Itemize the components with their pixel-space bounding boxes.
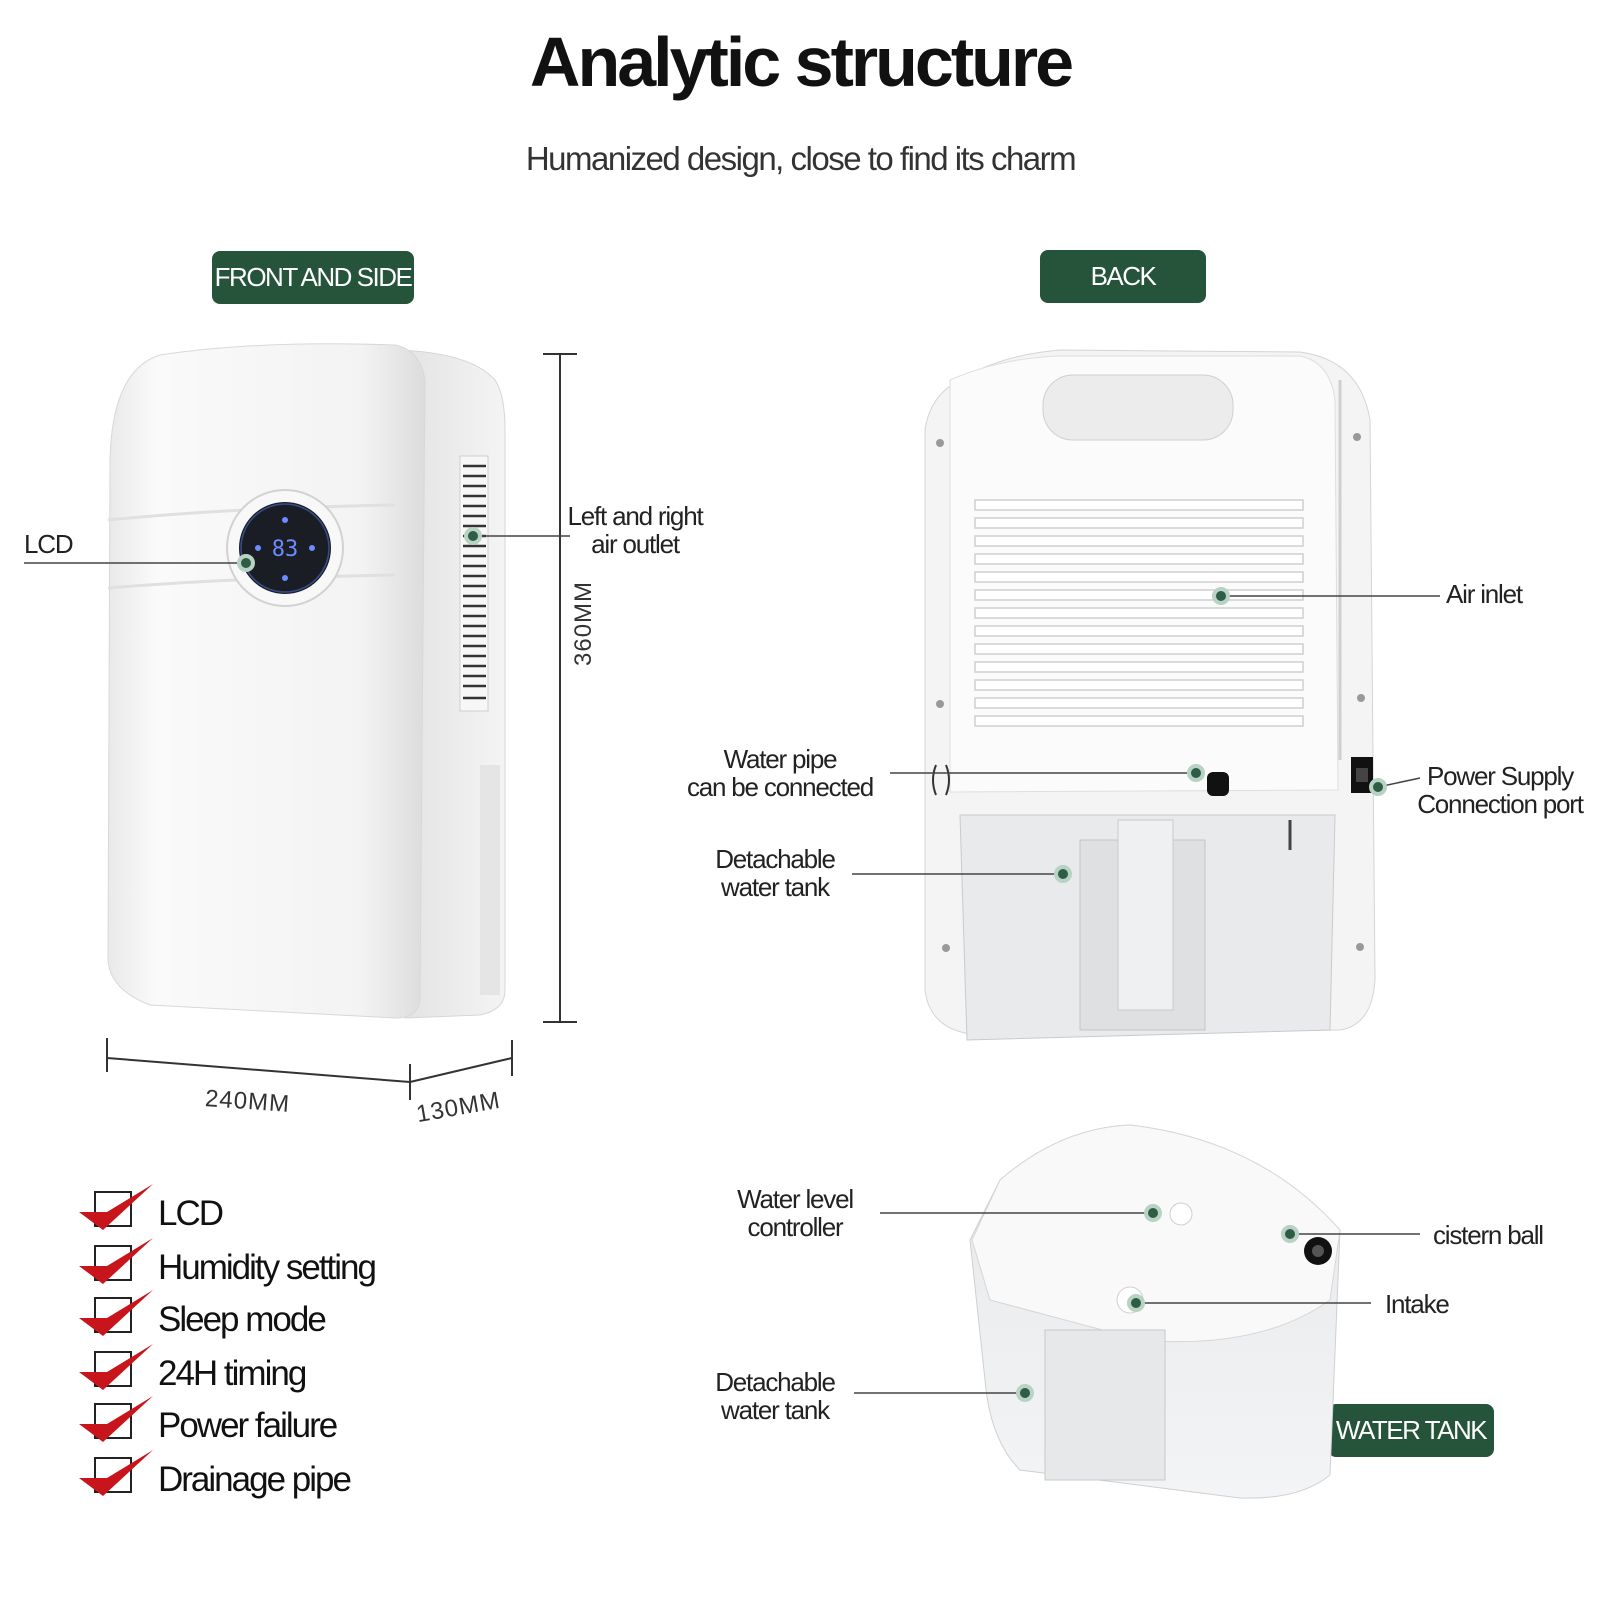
label-power-line1: Power Supply [1426,761,1574,791]
feature-item: 24H timing [158,1354,307,1393]
svg-text:83: 83 [272,537,299,562]
label-power-line2: Connection port [1417,789,1584,819]
water-tank-unit [969,1124,1341,1499]
leader-lines [24,535,1440,1394]
feature-item: LCD [158,1194,224,1233]
label-cistern-ball: cistern ball [1433,1220,1544,1250]
label-intake: Intake [1385,1289,1450,1319]
front-side-badge: FRONT AND SIDE [212,251,414,304]
label-tank-line1: Detachable [715,1367,836,1397]
label-level-line2: controller [747,1212,844,1242]
label-lcd: LCD [24,529,74,559]
back-unit [924,349,1376,1041]
water-tank-badge: WATER TANK [1328,1404,1494,1457]
label-tank-detachable: Detachable water tank [700,1368,850,1424]
label-level-line1: Water level [737,1184,854,1214]
front-unit: 83 [107,343,506,1019]
page-title: Analytic structure [529,23,1074,101]
page-subtitle: Humanized design, close to find its char… [525,140,1077,177]
label-air-outlet: Left and right air outlet [555,502,715,558]
feature-item: Power failure [158,1406,338,1445]
feature-item: Sleep mode [158,1300,327,1339]
label-tank-line2: water tank [721,1395,830,1425]
label-power-port: Power Supply Connection port [1410,762,1590,818]
label-air-outlet-line2: air outlet [591,529,680,559]
label-water-pipe: Water pipe can be connected [675,745,885,801]
label-back-tank-line2: water tank [721,872,830,902]
callout-dots [237,527,1387,1402]
label-air-outlet-line1: Left and right [567,501,704,531]
label-water-pipe-line1: Water pipe [723,744,838,774]
label-water-level-controller: Water level controller [715,1185,875,1241]
feature-item: Drainage pipe [158,1460,352,1499]
dimension-width: 240MM [204,1085,291,1118]
dimension-height: 360MM [570,580,597,666]
back-badge: BACK [1040,250,1206,303]
label-air-inlet: Air inlet [1446,579,1523,609]
label-back-tank-line1: Detachable [715,844,836,874]
label-water-pipe-line2: can be connected [686,772,874,802]
label-back-water-tank: Detachable water tank [700,845,850,901]
feature-item: Humidity setting [158,1248,377,1287]
feature-checkboxes [79,1184,153,1496]
dimension-lines [106,353,577,1100]
